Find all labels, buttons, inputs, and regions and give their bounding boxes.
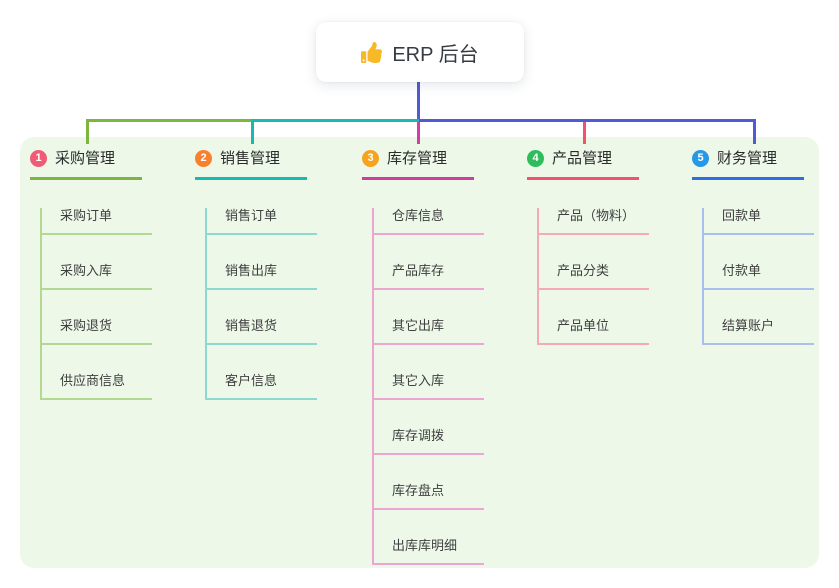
child-node[interactable]: 销售订单: [207, 208, 317, 235]
child-node[interactable]: 回款单: [704, 208, 814, 235]
connector-drop-3: [417, 122, 420, 144]
child-node[interactable]: 出库库明细: [374, 538, 484, 565]
branch-title[interactable]: 1 采购管理: [30, 148, 142, 180]
root-title: ERP 后台: [392, 43, 479, 66]
branch-title[interactable]: 3 库存管理: [362, 148, 474, 180]
branch-label: 销售管理: [220, 150, 281, 167]
child-node[interactable]: 库存调拨: [374, 428, 484, 455]
child-node[interactable]: 库存盘点: [374, 483, 484, 510]
branch-sales: 2 销售管理 销售订单 销售出库 销售退货 客户信息: [195, 148, 365, 400]
branches-panel: [20, 137, 819, 568]
branch-product: 4 产品管理 产品（物料） 产品分类 产品单位: [527, 148, 697, 345]
badge-number-icon: 3: [362, 150, 379, 167]
branch-label: 库存管理: [387, 150, 448, 167]
child-node[interactable]: 产品分类: [539, 263, 649, 290]
child-node[interactable]: 供应商信息: [42, 373, 152, 400]
child-node[interactable]: 采购订单: [42, 208, 152, 235]
branch-procurement: 1 采购管理 采购订单 采购入库 采购退货 供应商信息: [30, 148, 200, 400]
connector-drop-1: [86, 119, 89, 144]
branch-title[interactable]: 4 产品管理: [527, 148, 639, 180]
badge-number-icon: 5: [692, 150, 709, 167]
connector-bus-mid: [253, 119, 419, 122]
child-node[interactable]: 销售退货: [207, 318, 317, 345]
badge-number-icon: 1: [30, 150, 47, 167]
branch-title[interactable]: 2 销售管理: [195, 148, 307, 180]
child-node[interactable]: 付款单: [704, 263, 814, 290]
badge-number-icon: 2: [195, 150, 212, 167]
branch-inventory: 3 库存管理 仓库信息 产品库存 其它出库 其它入库 库存调拨 库存盘点 出库库…: [362, 148, 532, 565]
child-node[interactable]: 销售出库: [207, 263, 317, 290]
connector-root-stem: [417, 82, 420, 120]
child-node[interactable]: 产品单位: [539, 318, 649, 345]
root-node[interactable]: ERP 后台: [316, 22, 524, 82]
child-node[interactable]: 产品（物料）: [539, 208, 649, 235]
child-node[interactable]: 产品库存: [374, 263, 484, 290]
connector-bus-left: [86, 119, 253, 122]
badge-number-icon: 4: [527, 150, 544, 167]
child-node[interactable]: 其它入库: [374, 373, 484, 400]
branch-title[interactable]: 5 财务管理: [692, 148, 804, 180]
connector-drop-5: [753, 119, 756, 144]
branch-label: 采购管理: [55, 150, 116, 167]
child-node[interactable]: 客户信息: [207, 373, 317, 400]
child-node[interactable]: 采购退货: [42, 318, 152, 345]
branch-label: 财务管理: [717, 150, 778, 167]
connector-drop-4: [583, 122, 586, 144]
branch-label: 产品管理: [552, 150, 613, 167]
connector-bus-right: [419, 119, 756, 122]
child-node[interactable]: 仓库信息: [374, 208, 484, 235]
child-node[interactable]: 其它出库: [374, 318, 484, 345]
branch-finance: 5 财务管理 回款单 付款单 结算账户: [692, 148, 839, 345]
thumbs-up-icon: [361, 41, 383, 63]
connector-drop-2: [251, 119, 254, 144]
child-node[interactable]: 结算账户: [704, 318, 814, 345]
child-node[interactable]: 采购入库: [42, 263, 152, 290]
